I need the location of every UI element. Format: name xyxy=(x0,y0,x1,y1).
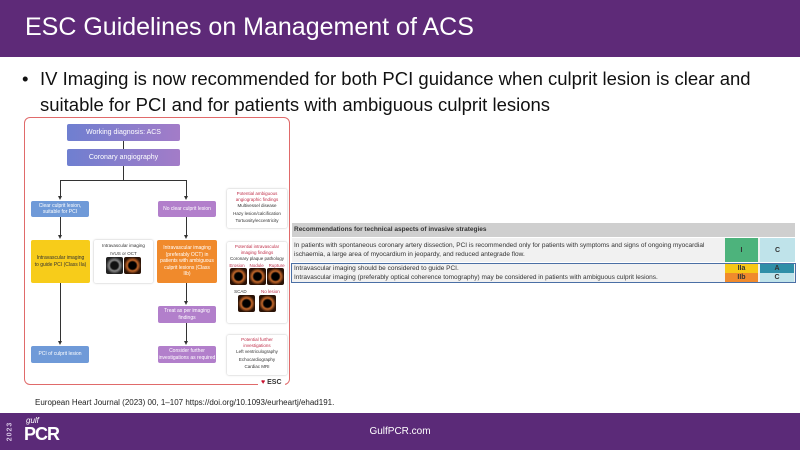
table-row: In patients with spontaneous coronary ar… xyxy=(292,238,795,262)
erosion-image xyxy=(230,267,248,285)
rupture-image xyxy=(266,267,284,285)
bullet-point: • IV Imaging is now recommended for both … xyxy=(20,66,790,118)
title-bar: ESC Guidelines on Management of ACS xyxy=(0,0,800,57)
box-ivi-guide-pci: Intravascular imaging to guide PCI (Clas… xyxy=(31,240,90,283)
panel-title: Potential further investigations xyxy=(241,337,273,348)
box-ivi-ambiguous: Intravascular imaging (preferably OCT) i… xyxy=(157,240,217,283)
panel-item: Echocardiography xyxy=(238,356,276,362)
esc-logo-text: ESC xyxy=(267,379,282,386)
level-badge: C xyxy=(760,273,794,282)
ivi-title: Intravascular imaging xyxy=(102,243,145,248)
label-no-lesion: No lesion xyxy=(261,288,280,294)
row-text: Intravascular imaging should be consider… xyxy=(294,265,459,272)
panel-item: Left ventriculography xyxy=(236,349,278,354)
table-header: Recommendations for technical aspects of… xyxy=(292,223,795,237)
logo-pcr: PCR xyxy=(24,424,60,444)
footer-url[interactable]: GulfPCR.com xyxy=(369,426,431,437)
ivus-image xyxy=(105,257,123,274)
box-consider-further: Consider further investigations as requi… xyxy=(158,346,216,363)
table-row: Intravascular imaging (preferably optica… xyxy=(292,273,795,282)
gulfpcr-logo: 2023 gulf PCR xyxy=(6,416,60,448)
label-scad: SCAD xyxy=(234,288,247,294)
bullet-text: IV Imaging is now recommended for both P… xyxy=(40,68,751,115)
panel-further-investigations: Potential further investigations Left ve… xyxy=(227,335,287,375)
box-treat: Treat as per imaging findings xyxy=(158,306,216,323)
citation: European Heart Journal (2023) 00, 1–107 … xyxy=(35,398,335,407)
panel-ambiguous-findings: Potential ambiguous angiographic finding… xyxy=(227,189,287,228)
ivus-label: IVUS xyxy=(110,250,121,256)
flowchart-frame xyxy=(24,117,290,385)
slide-title: ESC Guidelines on Management of ACS xyxy=(25,13,474,41)
or-label: or xyxy=(122,250,127,256)
panel-imaging-findings: Potential intravascular imaging findings… xyxy=(227,242,287,323)
footer: 2023 gulf PCR GulfPCR.com xyxy=(0,413,800,450)
oct-label: OCT xyxy=(127,250,137,256)
box-working-diagnosis: Working diagnosis: ACS xyxy=(67,124,180,141)
oct-image xyxy=(124,257,142,274)
box-clear-culprit: Clear culprit lesion, suitable for PCI xyxy=(31,201,89,217)
row-text: In patients with spontaneous coronary ar… xyxy=(294,242,705,258)
nodule-image xyxy=(248,267,266,285)
panel-item: Cardiac MRI xyxy=(244,364,270,369)
box-pci-culprit: PCI of culprit lesion xyxy=(31,346,89,363)
class-badge: IIa xyxy=(725,264,758,273)
box-coronary-angiography: Coronary angiography xyxy=(67,149,180,166)
level-badge: A xyxy=(760,264,794,273)
logo-gulf: gulf xyxy=(26,416,39,425)
panel-title: Potential intravascular imaging findings xyxy=(234,244,280,255)
table-row: Intravascular imaging should be consider… xyxy=(292,264,795,273)
scad-image xyxy=(238,295,256,312)
box-no-clear-culprit: No clear culprit lesion xyxy=(158,201,216,217)
panel-item: Multivessel disease xyxy=(237,203,277,208)
class-badge: I xyxy=(725,238,758,262)
ivi-card: Intravascular imaging IVUS or OCT xyxy=(94,240,153,283)
esc-logo: ♥ ESC xyxy=(258,379,285,386)
panel-title: Potential ambiguous angiographic finding… xyxy=(235,191,279,202)
label-nodule: Nodule xyxy=(249,262,264,268)
label-erosion: Erosion xyxy=(229,262,245,268)
no-lesion-image xyxy=(258,295,276,312)
bullet-symbol: • xyxy=(22,68,29,89)
panel-item: Hazy lesion/calcification xyxy=(233,210,281,216)
class-badge: IIb xyxy=(725,273,758,282)
panel-subtitle: Coronary plaque pathology xyxy=(229,256,285,261)
panel-item: Tortuosity/eccentricity xyxy=(235,218,279,223)
highlight-box xyxy=(291,263,796,283)
label-rupture: Rupture xyxy=(268,262,285,268)
level-badge: C xyxy=(760,238,795,262)
row-text: Intravascular imaging (preferably optica… xyxy=(294,274,658,281)
